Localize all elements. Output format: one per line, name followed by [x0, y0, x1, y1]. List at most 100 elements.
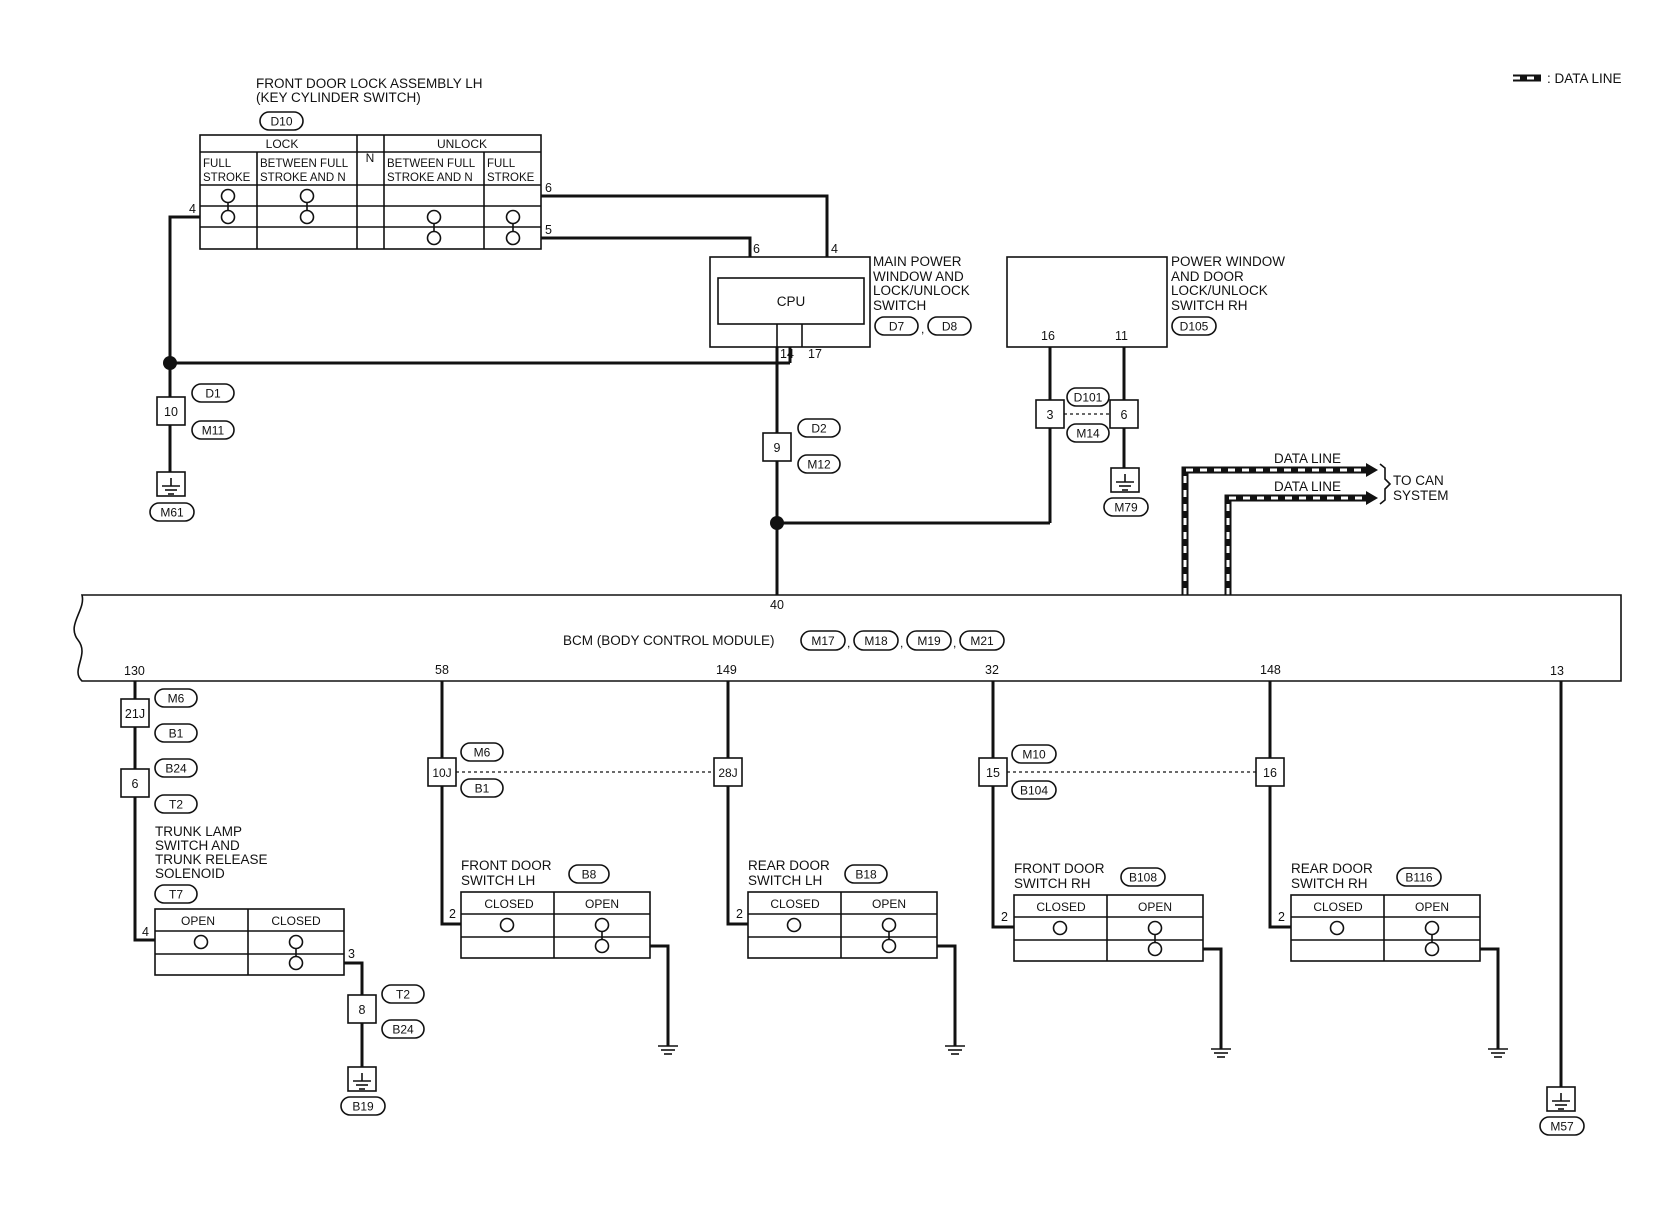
main-pin-17: 17: [808, 347, 822, 361]
main-power-window-switch: CPU MAIN POWER WINDOW AND LOCK/UNLOCK SW…: [709, 242, 972, 361]
key-pin-5: 5: [545, 223, 552, 237]
key-cylinder-switch: FRONT DOOR LOCK ASSEMBLY LH (KEY CYLINDE…: [189, 76, 552, 250]
rh-switch-line1: POWER WINDOW: [1171, 254, 1285, 269]
connector-m19: M19: [917, 634, 941, 648]
connector-d101: D101: [1074, 391, 1103, 405]
connector-d105: D105: [1180, 320, 1209, 334]
rear-lh-closed: CLOSED: [770, 897, 820, 911]
unlock-between-2: STROKE AND N: [387, 172, 473, 184]
ground-m57: M57: [1550, 1120, 1574, 1134]
trunk-open: OPEN: [181, 914, 215, 928]
n-header: N: [366, 151, 375, 165]
lock-full-1: FULL: [203, 158, 232, 170]
bcm-module: 40 BCM (BODY CONTROL MODULE) M17 , M18 ,…: [73, 594, 1622, 682]
connector-b104: B104: [1020, 784, 1048, 798]
to-can-line2: SYSTEM: [1393, 488, 1449, 503]
front-rh-line1: FRONT DOOR: [1014, 861, 1105, 876]
trunk-circuit: 21J M6 B1 6 B24 T2 TRUNK LAMP SWITCH AND…: [120, 681, 425, 1116]
joint-10: 10: [164, 405, 178, 419]
joint-6: 6: [1121, 408, 1128, 422]
rear-door-switch-lh: 28J REAR DOOR SWITCH LH B18 CLOSED OPEN …: [713, 681, 965, 1055]
ground-m61: M61: [160, 506, 184, 520]
connector-d10: D10: [270, 115, 292, 129]
connector-t7: T7: [169, 888, 183, 902]
bcm-pin-130: 130: [124, 664, 145, 678]
connector-t2: T2: [169, 798, 183, 812]
unlock-between-1: BETWEEN FULL: [387, 158, 476, 170]
ground-b19: B19: [352, 1100, 374, 1114]
svg-text:,: ,: [900, 636, 903, 650]
joint-10j: 10J: [432, 766, 451, 780]
cpu-label: CPU: [777, 294, 806, 309]
connector-badge-d10: [259, 111, 304, 131]
rh-pin-11: 11: [1115, 329, 1128, 343]
connector-b8: B8: [582, 868, 597, 882]
front-rh-line2: SWITCH RH: [1014, 876, 1091, 891]
connector-m10: M10: [1022, 748, 1046, 762]
bcm-pin-148: 148: [1260, 663, 1281, 677]
ground-m57-chain: M57: [1539, 681, 1585, 1136]
trunk-line3: TRUNK RELEASE: [155, 852, 268, 867]
unlock-full-1: FULL: [487, 158, 516, 170]
rear-lh-open: OPEN: [872, 897, 906, 911]
connector-m11: M11: [202, 424, 225, 438]
connector-m14: M14: [1076, 427, 1100, 441]
key-pin-4: 4: [189, 202, 196, 216]
rear-rh-pin: 2: [1278, 910, 1285, 924]
trunk-pin-3: 3: [348, 947, 355, 961]
connector-m17: M17: [811, 634, 835, 648]
trunk-line2: SWITCH AND: [155, 838, 240, 853]
joint-16: 16: [1263, 766, 1277, 780]
connector-b18: B18: [855, 868, 877, 882]
connector-b116: B116: [1405, 871, 1432, 885]
key-pin-6: 6: [545, 181, 552, 195]
bcm-pin-32: 32: [985, 663, 999, 677]
front-lh-line1: FRONT DOOR: [461, 858, 552, 873]
front-door-switch-lh: 10J M6 B1 FRONT DOOR SWITCH LH B8 CLOSED…: [427, 681, 716, 1055]
rear-rh-line1: REAR DOOR: [1291, 861, 1373, 876]
joint-3: 3: [1047, 408, 1054, 422]
front-rh-closed: CLOSED: [1036, 900, 1086, 914]
svg-text:,: ,: [847, 636, 850, 650]
trunk-pin-4: 4: [142, 925, 149, 939]
rh-pin-16: 16: [1041, 329, 1055, 343]
lock-between-1: BETWEEN FULL: [260, 158, 349, 170]
connector-m6-trunk: M6: [168, 692, 185, 706]
connector-d1: D1: [205, 387, 221, 401]
connector-b24: B24: [165, 762, 187, 776]
main-to-bcm-line: 9 D2 M12: [762, 347, 1050, 595]
joint-28j: 28J: [718, 766, 737, 780]
unlock-header: UNLOCK: [437, 137, 487, 151]
bcm-label: BCM (BODY CONTROL MODULE): [563, 633, 775, 648]
front-rh-open: OPEN: [1138, 900, 1172, 914]
main-pin-6: 6: [753, 242, 760, 256]
trunk-switch-table: [154, 908, 345, 976]
trunk-line1: TRUNK LAMP: [155, 824, 242, 839]
connector-t2-b: T2: [396, 988, 410, 1002]
front-lh-open: OPEN: [585, 897, 619, 911]
main-switch-line2: WINDOW AND: [873, 269, 964, 284]
legend-data-line: : DATA LINE: [1547, 71, 1622, 86]
joint-21j: 21J: [125, 707, 145, 721]
can-data-lines: DATA LINE DATA LINE TO CAN SYSTEM 79 78: [1176, 451, 1449, 612]
front-lh-line2: SWITCH LH: [461, 873, 535, 888]
legend: : DATA LINE: [1513, 71, 1622, 86]
ground-m61-chain: 10 D1 M11 M61: [149, 363, 235, 522]
power-window-switch-rh: POWER WINDOW AND DOOR LOCK/UNLOCK SWITCH…: [1006, 254, 1285, 523]
connector-m18: M18: [864, 634, 888, 648]
connector-m21: M21: [970, 634, 994, 648]
connector-b1-door: B1: [475, 782, 490, 796]
joint-9: 9: [774, 441, 781, 455]
main-pin-4: 4: [831, 242, 838, 256]
rear-lh-pin: 2: [736, 907, 743, 921]
joint-15: 15: [986, 766, 1000, 780]
to-can-line1: TO CAN: [1393, 473, 1444, 488]
front-lh-pin: 2: [449, 907, 456, 921]
connector-m6-door: M6: [474, 746, 491, 760]
data-line-label-2: DATA LINE: [1274, 479, 1341, 494]
main-switch-line1: MAIN POWER: [873, 254, 962, 269]
rear-door-switch-rh: 16 REAR DOOR SWITCH RH B116 CLOSED OPEN …: [1255, 681, 1508, 1058]
front-lh-closed: CLOSED: [484, 897, 534, 911]
